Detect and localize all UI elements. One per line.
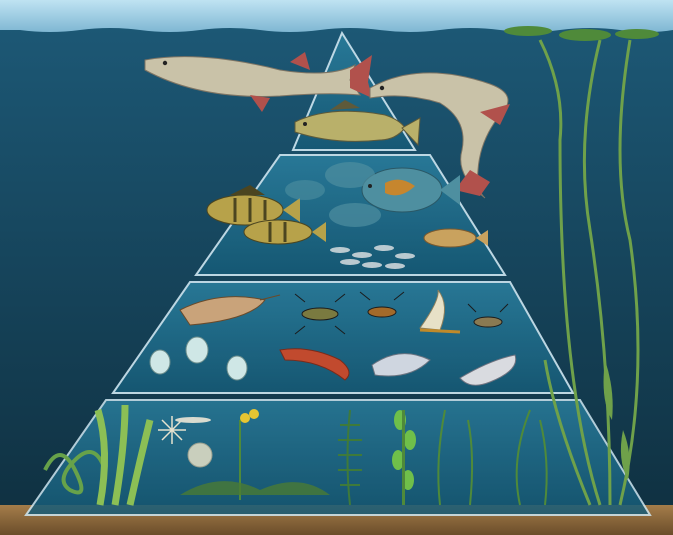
sunfish [325,162,375,188]
yellow-flower [240,413,250,423]
minnow [424,229,476,247]
lily-pad [504,26,552,36]
water-surface [0,0,673,32]
centric-diatom [188,443,212,467]
yellow-perch [244,220,312,244]
sunfish [285,180,325,200]
pennate-diatom [175,417,211,423]
lily-pad [559,29,611,41]
sunfish [329,203,381,227]
lily-pad [615,29,659,39]
